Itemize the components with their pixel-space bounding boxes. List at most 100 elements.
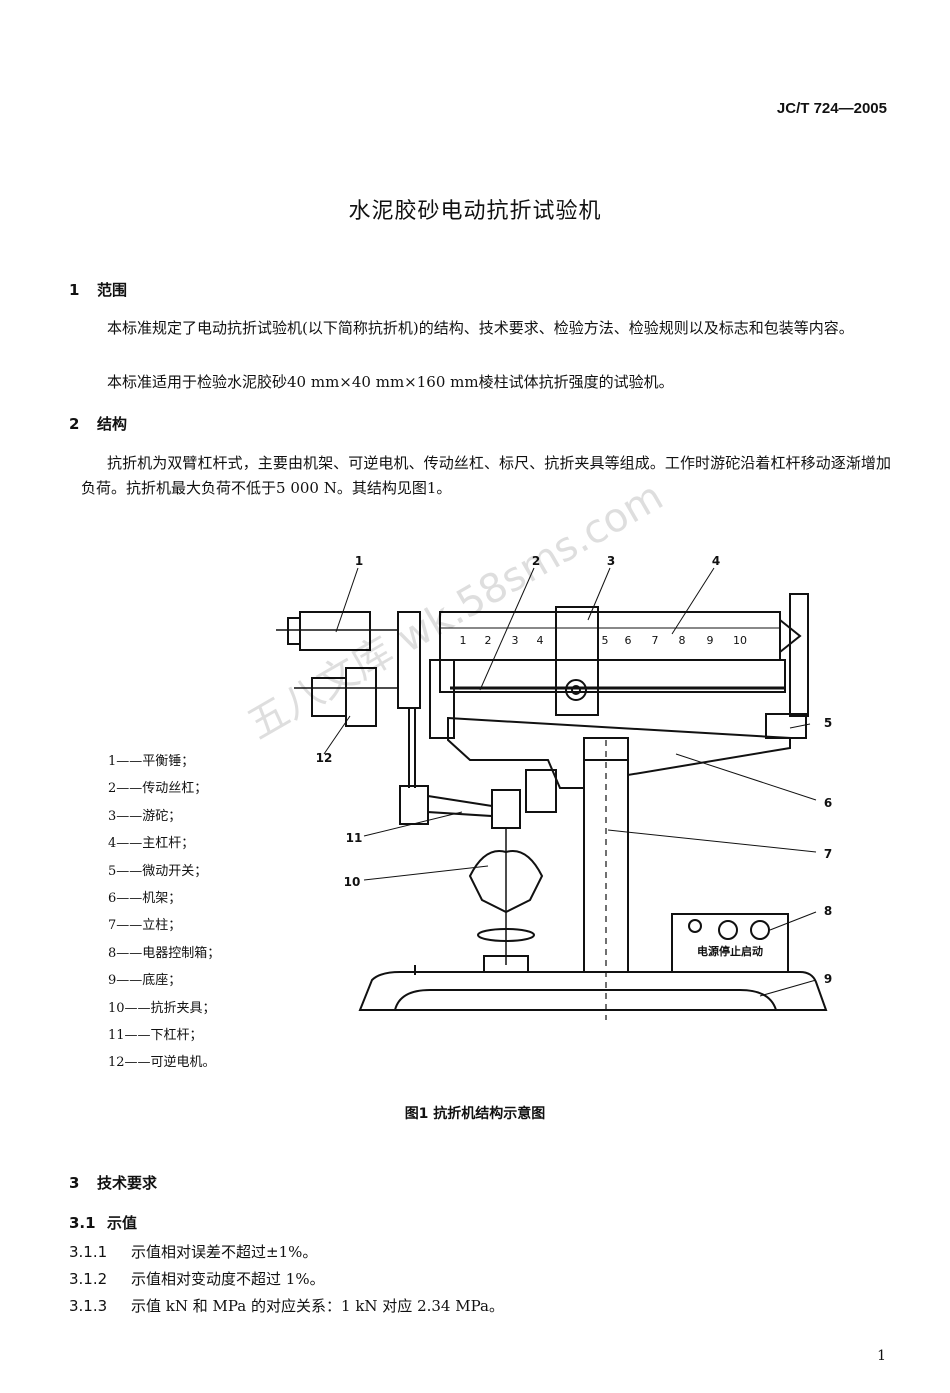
clause-3-1-1: 3.1.1 示值相对误差不超过±1%。 bbox=[69, 1241, 317, 1262]
legend-item-2: 2——传动丝杠； bbox=[108, 781, 208, 797]
callout-11: 11 bbox=[346, 831, 363, 845]
clause-text: 示值相对误差不超过±1%。 bbox=[131, 1243, 318, 1261]
clause-3-1-2: 3.1.2 示值相对变动度不超过 1%。 bbox=[69, 1268, 325, 1289]
leader-2 bbox=[479, 567, 535, 691]
bending-fixture bbox=[468, 850, 544, 914]
callout-6: 6 bbox=[824, 796, 832, 810]
control-box-stop-icon bbox=[718, 920, 738, 940]
legend-item-5: 5——微动开关； bbox=[108, 863, 208, 879]
section-title: 技术要求 bbox=[97, 1174, 158, 1192]
callout-1: 1 bbox=[355, 554, 363, 568]
figure-legend: 1——平衡锤； 2——传动丝杠； 3——游砣； 4——主杠杆； 5——微动开关；… bbox=[108, 748, 220, 1077]
base-outline bbox=[358, 971, 828, 1011]
clause-number: 3.1.1 bbox=[69, 1243, 108, 1261]
section-2-paragraph: 抗折机为双臂杠杆式，主要由机架、可逆电机、传动丝杠、标尺、抗折夹具等组成。工作时… bbox=[81, 454, 891, 497]
section-number: 2 bbox=[69, 415, 80, 433]
legend-item-8: 8——电器控制箱； bbox=[108, 945, 221, 961]
section-title: 范围 bbox=[97, 281, 128, 299]
callout-5: 5 bbox=[824, 716, 832, 730]
leader-12 bbox=[323, 715, 351, 755]
frame bbox=[447, 716, 791, 789]
scale-tick-6: 6 bbox=[625, 634, 632, 647]
callout-4: 4 bbox=[712, 554, 720, 568]
legend-item-10: 10——抗折夹具； bbox=[108, 1000, 216, 1016]
leader-6 bbox=[675, 753, 817, 801]
scale-tick-4: 4 bbox=[537, 634, 544, 647]
fixture-plate bbox=[477, 928, 535, 942]
clause-text: 示值 kN 和 MPa 的对应关系：1 kN 对应 2.34 MPa。 bbox=[131, 1297, 504, 1315]
motor-housing bbox=[345, 667, 377, 727]
legend-item-3: 3——游砣； bbox=[108, 808, 182, 824]
lower-lever-left-block bbox=[399, 785, 429, 825]
scale-tick-8: 8 bbox=[679, 634, 686, 647]
section-title: 结构 bbox=[97, 415, 128, 433]
section-1-heading: 1 范围 bbox=[69, 279, 127, 300]
clause-number: 3.1 bbox=[69, 1214, 96, 1232]
lead-screw-housing bbox=[439, 659, 786, 693]
leader-8 bbox=[769, 911, 817, 931]
callout-10: 10 bbox=[344, 875, 361, 889]
control-box-start-icon bbox=[750, 920, 770, 940]
scale-tick-2: 2 bbox=[485, 634, 492, 647]
leader-1 bbox=[335, 567, 359, 633]
leader-7 bbox=[607, 829, 817, 853]
legend-item-4: 4——主杠杆； bbox=[108, 836, 195, 852]
clause-3-1-heading: 3.1 示值 bbox=[69, 1212, 137, 1233]
section-2-heading: 2 结构 bbox=[69, 413, 127, 434]
clause-number: 3.1.2 bbox=[69, 1270, 108, 1288]
sliding-weight bbox=[555, 606, 599, 716]
clause-title: 示值 bbox=[107, 1214, 138, 1232]
scale-tick-7: 7 bbox=[652, 634, 659, 647]
control-box-indicator-icon bbox=[688, 919, 702, 933]
sliding-weight-wheel bbox=[565, 679, 587, 701]
legend-item-11: 11——下杠杆； bbox=[108, 1028, 203, 1044]
page-number: 1 bbox=[877, 1348, 886, 1364]
leader-9 bbox=[759, 979, 817, 997]
clause-text: 示值相对变动度不超过 1%。 bbox=[131, 1270, 325, 1288]
document-title: 水泥胶砂电动抗折试验机 bbox=[348, 199, 602, 224]
lever-end bbox=[779, 619, 802, 653]
callout-2: 2 bbox=[532, 554, 540, 568]
legend-item-9: 9——底座； bbox=[108, 973, 182, 989]
clause-number: 3.1.3 bbox=[69, 1297, 108, 1315]
clause-3-1-3: 3.1.3 示值 kN 和 MPa 的对应关系：1 kN 对应 2.34 MPa。 bbox=[69, 1295, 504, 1316]
section-number: 3 bbox=[69, 1174, 80, 1192]
scale-tick-5: 5 bbox=[602, 634, 609, 647]
lever-pivot-block bbox=[525, 769, 557, 813]
scale-tick-1: 1 bbox=[460, 634, 467, 647]
callout-3: 3 bbox=[607, 554, 615, 568]
callout-9: 9 bbox=[824, 972, 832, 986]
section-number: 1 bbox=[69, 281, 80, 299]
callout-12: 12 bbox=[316, 751, 333, 765]
control-box-label: 电源停止启动 bbox=[697, 944, 763, 958]
section-3-heading: 3 技术要求 bbox=[69, 1172, 157, 1193]
section-1-paragraph-2: 本标准适用于检验水泥胶砂40 mm×40 mm×160 mm棱柱试体抗折强度的试… bbox=[107, 373, 674, 391]
micro-switch bbox=[765, 713, 807, 739]
leader-11 bbox=[363, 811, 463, 837]
scale-tick-9: 9 bbox=[707, 634, 714, 647]
callout-8: 8 bbox=[824, 904, 832, 918]
fixture-base bbox=[483, 955, 529, 973]
leader-10 bbox=[363, 865, 489, 881]
lower-lever-right-block bbox=[491, 789, 521, 829]
scale-tick-10: 10 bbox=[733, 634, 747, 647]
section-1-paragraph-1: 本标准规定了电动抗折试验机(以下简称抗折机)的结构、技术要求、检验方法、检验规则… bbox=[107, 319, 854, 337]
balance-knob bbox=[287, 617, 301, 645]
leader-3 bbox=[587, 567, 611, 621]
standard-code: JC/T 724—2005 bbox=[776, 100, 887, 117]
callout-7: 7 bbox=[824, 847, 832, 861]
legend-item-6: 6——机架； bbox=[108, 891, 182, 907]
vertical-scale-post bbox=[789, 593, 809, 717]
sliding-weight-hub bbox=[571, 685, 581, 695]
legend-item-1: 1——平衡锤； bbox=[108, 754, 195, 769]
scale-tick-3: 3 bbox=[512, 634, 519, 647]
leader-5 bbox=[789, 723, 811, 729]
legend-item-7: 7——立柱； bbox=[108, 918, 182, 934]
base-inner-curve bbox=[394, 989, 777, 1011]
figure-caption: 图1 抗折机结构示意图 bbox=[404, 1106, 546, 1122]
legend-item-12: 12——可逆电机。 bbox=[108, 1055, 216, 1071]
leader-4 bbox=[671, 567, 715, 635]
control-box bbox=[671, 913, 789, 973]
hanger-block bbox=[429, 659, 455, 739]
